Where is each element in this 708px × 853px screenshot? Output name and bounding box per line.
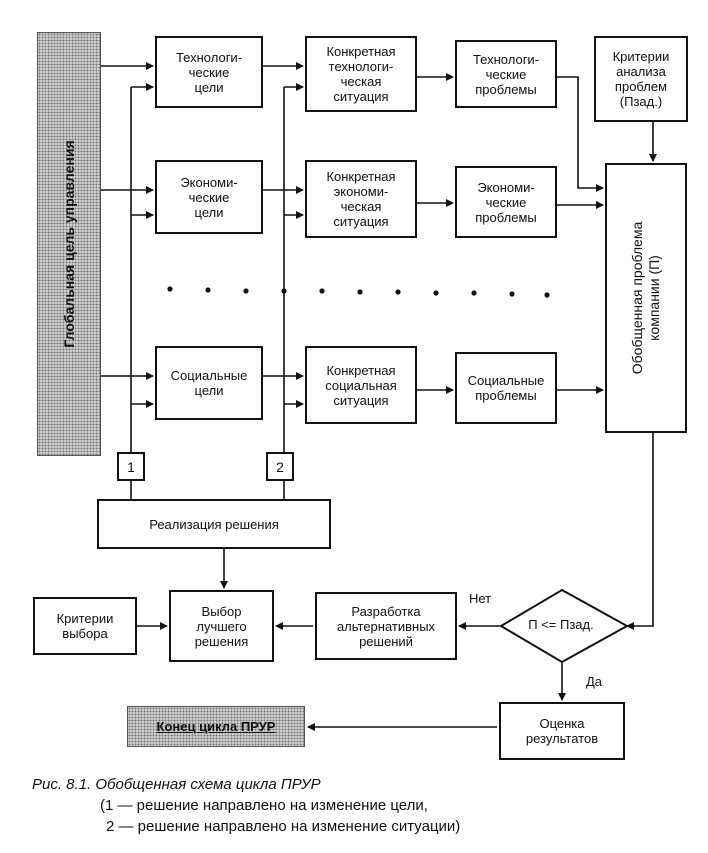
social-goals-box: Социальные цели	[155, 346, 263, 420]
alternatives-box: Разработка альтернативных решений	[315, 592, 457, 660]
figure-caption-line1: (1 — решение направлено на изменение цел…	[100, 797, 428, 814]
condition-label: П <= Пзад.	[528, 617, 594, 632]
figure-caption-line2: 2 — решение направлено на изменение ситу…	[106, 818, 461, 835]
tech-goals-box: Технологи- ческие цели	[155, 36, 263, 108]
feedback-2-box: 2	[266, 452, 294, 481]
best-choice-box: Выбор лучшего решения	[169, 590, 274, 662]
econ-goals-box: Экономи- ческие цели	[155, 160, 263, 234]
end-cycle-box: Конец цикла ПРУР	[127, 706, 305, 747]
tech-situation-box: Конкретная технологи- ческая ситуация	[305, 36, 417, 112]
general-problem-box: Обобщенная проблема компании (П)	[605, 163, 687, 433]
selection-criteria-box: Критерии выбора	[33, 597, 137, 655]
yes-label: Да	[586, 674, 603, 689]
social-problems-box: Социальные проблемы	[455, 352, 557, 424]
ellipsis-dots	[167, 286, 550, 298]
implementation-box: Реализация решения	[97, 499, 331, 549]
tech-problems-box: Технологи- ческие проблемы	[455, 40, 557, 108]
global-goal-label: Глобальная цель управления	[61, 140, 77, 348]
global-goal-box: Глобальная цель управления	[37, 32, 101, 456]
figure-caption-title: Рис. 8.1. Обобщенная схема цикла ПРУР	[32, 776, 321, 793]
feedback-1-box: 1	[117, 452, 145, 481]
econ-situation-box: Конкретная экономи- ческая ситуация	[305, 160, 417, 238]
problem-criteria-box: Критерии анализа проблем (Пзад.)	[594, 36, 688, 122]
no-label: Нет	[469, 591, 492, 606]
evaluation-box: Оценка результатов	[499, 702, 625, 760]
end-cycle-label: Конец цикла ПРУР	[156, 719, 276, 734]
general-problem-label: Обобщенная проблема компании (П)	[629, 221, 662, 375]
decision-diamond	[499, 588, 630, 664]
social-situation-box: Конкретная социальная ситуация	[305, 346, 417, 424]
econ-problems-box: Экономи- ческие проблемы	[455, 166, 557, 238]
